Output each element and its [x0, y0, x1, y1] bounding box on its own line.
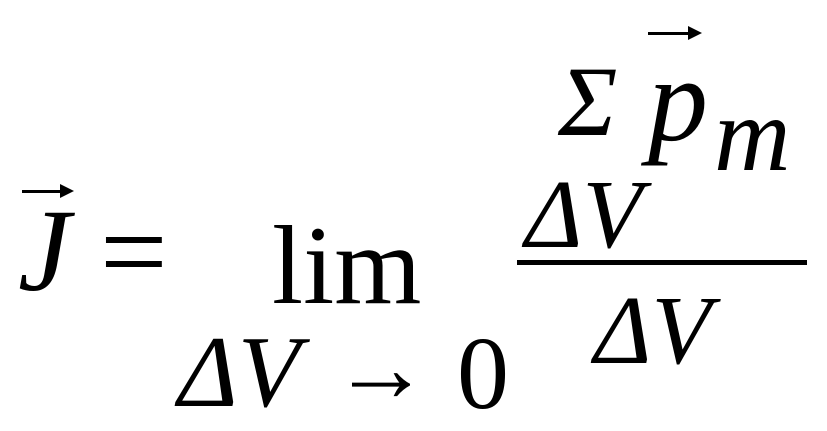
lim-condition-delta: ΔV — [178, 316, 301, 429]
vector-p-symbol: p — [648, 33, 708, 166]
lim-operator: lim — [272, 204, 422, 328]
lim-condition-arrow: → — [332, 315, 430, 423]
vector-j-symbol: J — [18, 185, 71, 316]
numerator-delta-v: ΔV — [525, 161, 643, 269]
lim-condition-target: 0 — [457, 316, 509, 431]
vector-arrow-j — [22, 184, 74, 198]
fraction-bar — [517, 260, 807, 265]
formula-canvas: J = lim ΔV → 0 Σ p m ΔV ΔV — [18, 26, 807, 426]
lim-condition-variable: ΔV — [178, 322, 300, 424]
vector-arrow-p — [648, 26, 702, 40]
sum-sign: Σ — [558, 46, 618, 157]
equals-sign: = — [100, 185, 168, 318]
denominator-delta-v: ΔV — [594, 277, 712, 385]
subscript-m: m — [714, 76, 791, 193]
